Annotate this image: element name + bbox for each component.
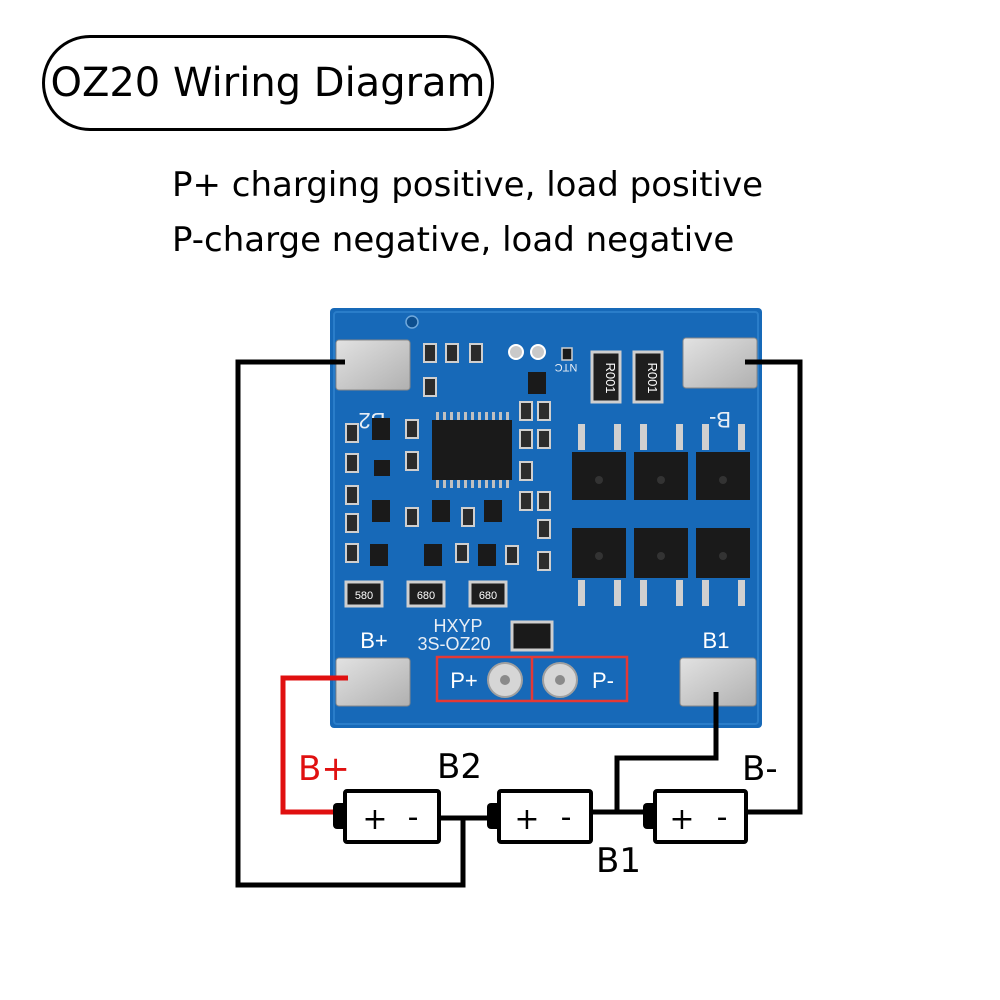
b1-wire-label: B1 (596, 841, 641, 881)
p-minus-hole (555, 675, 565, 685)
battery-cell-2: + - (487, 789, 593, 844)
svg-text:+: + (514, 802, 539, 837)
svg-text:580: 580 (355, 590, 373, 602)
svg-text:R001: R001 (645, 362, 660, 393)
description-line-1: P+ charging positive, load positive (172, 165, 764, 205)
pad-b1-label: B1 (703, 628, 730, 653)
title-box: OZ20 Wiring Diagram (42, 35, 494, 131)
model-line-2: 3S-OZ20 (417, 634, 490, 654)
p-plus-hole (500, 675, 510, 685)
shunt-resistor-2: R001 (632, 350, 664, 404)
battery-cell-3: + - (643, 789, 748, 844)
pad-bminus-label: B- (709, 407, 731, 432)
model-line-1: HXYP (433, 616, 482, 636)
battery-cell-1: + - (333, 789, 441, 844)
b2-wire-label: B2 (437, 747, 482, 787)
pad-b2 (335, 339, 411, 391)
mosfet-array (572, 424, 750, 606)
page-title: OZ20 Wiring Diagram (50, 60, 486, 106)
svg-text:-: - (561, 800, 572, 835)
svg-text:+: + (362, 802, 387, 837)
smd-components (345, 343, 573, 571)
svg-text:-: - (717, 800, 728, 835)
wire-b1 (614, 692, 719, 812)
shunt-resistor-1: R001 (590, 350, 622, 404)
pad-bplus-label: B+ (360, 628, 388, 653)
resistor-680-1: 680 (406, 580, 446, 608)
description-line-2: P-charge negative, load negative (172, 220, 735, 260)
pcb-border (333, 311, 759, 725)
wire-bplus (280, 675, 348, 815)
resistor-580: 580 (344, 580, 384, 608)
mounting-hole (405, 315, 419, 329)
svg-text:680: 680 (417, 590, 435, 602)
resistor-680-2: 680 (468, 580, 508, 608)
ic-pins (436, 412, 509, 488)
svg-text:-: - (408, 800, 419, 835)
diode (510, 620, 554, 652)
p-plus-label: P+ (450, 668, 478, 693)
bminus-wire-label: B- (742, 749, 778, 789)
main-ic (432, 420, 512, 480)
ntc-label: NTC (555, 361, 578, 373)
svg-text:R001: R001 (603, 362, 618, 393)
p-minus-label: P- (592, 668, 614, 693)
pad-bplus (335, 657, 411, 707)
svg-text:680: 680 (479, 590, 497, 602)
bplus-wire-label: B+ (298, 749, 350, 789)
wire-bminus (745, 359, 803, 815)
svg-text:+: + (669, 802, 694, 837)
